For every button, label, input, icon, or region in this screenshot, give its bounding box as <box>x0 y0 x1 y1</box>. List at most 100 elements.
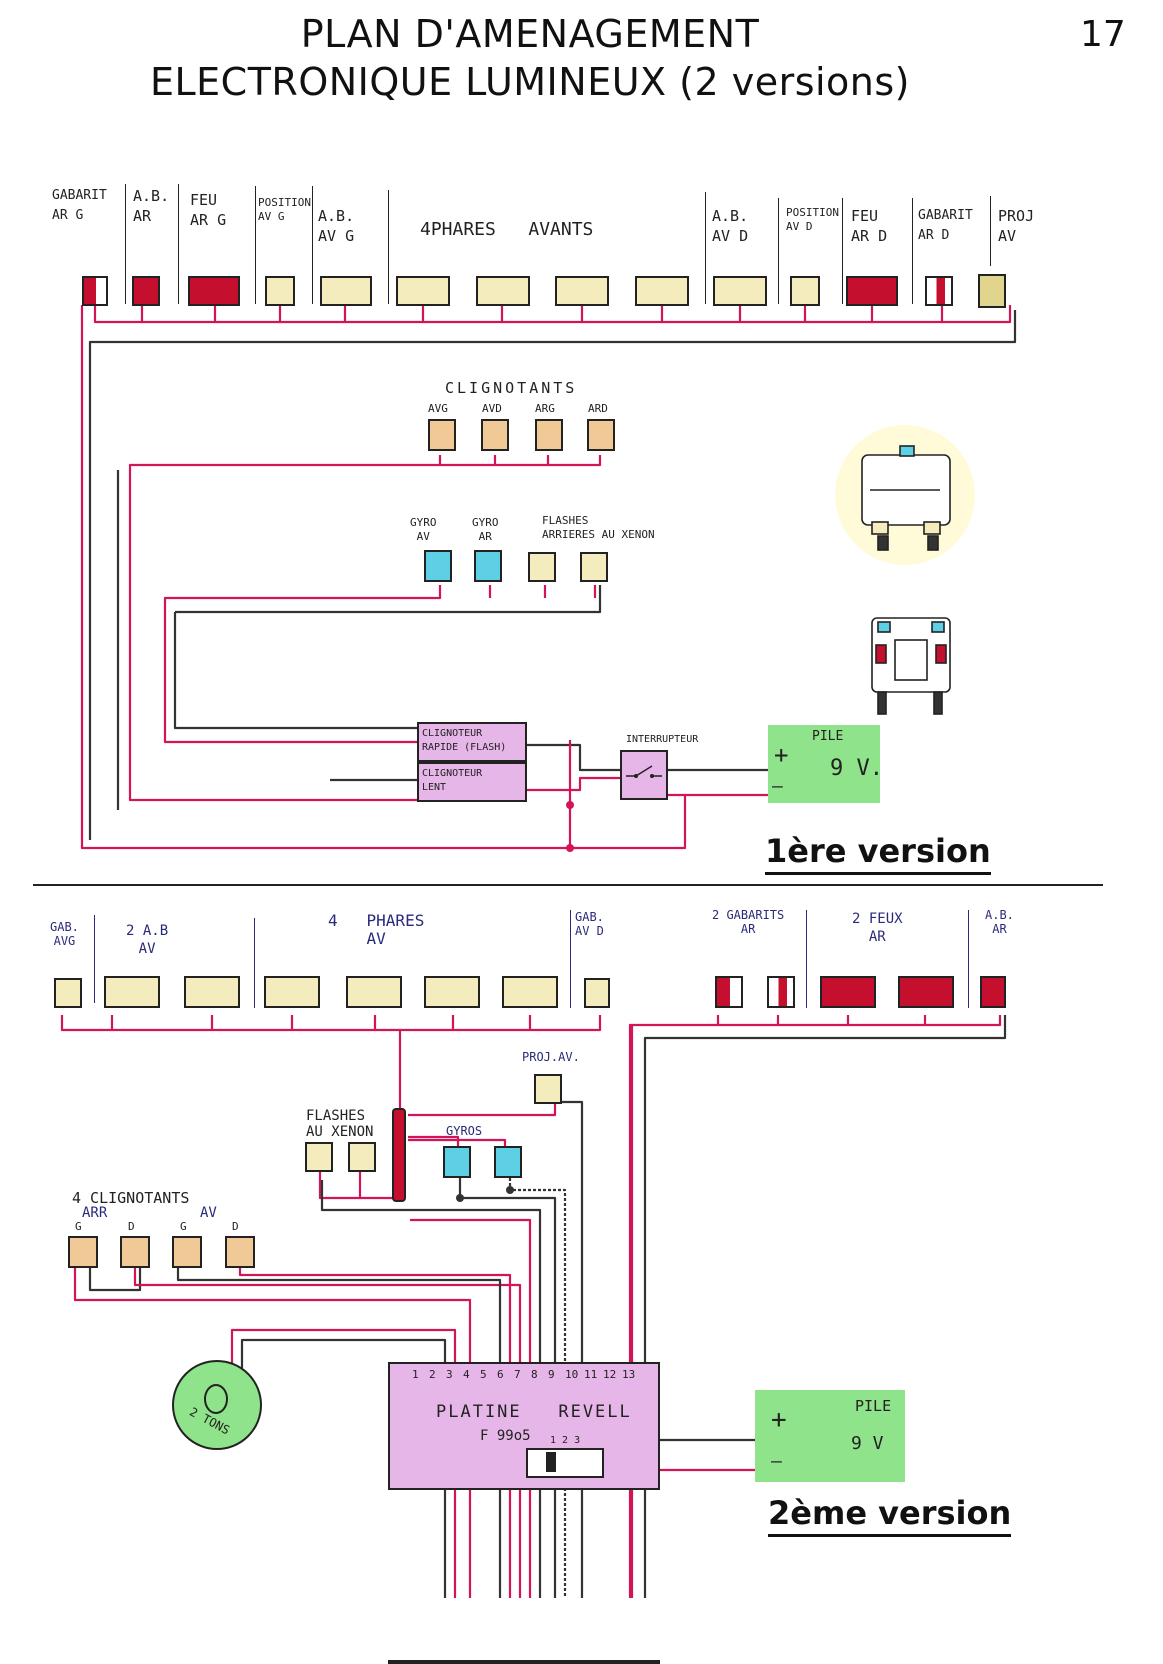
vehicle-rear-sketch <box>871 617 951 715</box>
v1-top-bus-black <box>88 310 1017 840</box>
label-gyro-ar: GYRO AR <box>472 516 499 543</box>
platine-pins: 1 2 3 4 5 6 7 8 9 10 11 12 13 <box>412 1368 638 1382</box>
lamp-phare-3 <box>555 276 609 306</box>
lamp-phare-4 <box>635 276 689 306</box>
label-flashes-xenon-v2: FLASHES AU XENON <box>306 1108 374 1140</box>
platine-revell-board: 1 2 3 4 5 6 7 8 9 10 11 12 13 PLATINE RE… <box>388 1362 660 1490</box>
section-divider <box>33 884 1103 886</box>
battery-minus-v2: — <box>771 1451 782 1472</box>
pin-5[interactable]: 5 <box>480 1368 487 1381</box>
lamp-gyro-v2-2 <box>494 1146 522 1178</box>
label-clignoteur-rapide: CLIGNOTEUR RAPIDE (FLASH) <box>422 728 507 753</box>
battery-v2: PILE + — 9 V <box>755 1390 905 1482</box>
label-gyros: GYROS <box>446 1124 483 1138</box>
label-ab-avg: A.B. AV G <box>318 207 355 245</box>
lamp-cligno-v2-3 <box>172 1236 202 1268</box>
label-gab-avd: GAB. AV D <box>575 910 604 938</box>
label-position-avg: POSITION AV G <box>258 196 311 223</box>
label-position-avd: POSITION AV D <box>786 206 839 233</box>
lamp-cligno-ard <box>587 419 615 451</box>
lamp-flash-v2-1 <box>305 1142 333 1172</box>
lamp-cligno-v2-1 <box>68 1236 98 1268</box>
label-gabarit-ard: GABARIT AR D <box>918 208 973 243</box>
pin-4[interactable]: 4 <box>463 1368 470 1381</box>
lamp-feu-arg <box>188 276 240 306</box>
battery-v1: PILE + — 9 V. <box>768 725 883 803</box>
lamp-position-avg <box>265 276 295 306</box>
label-cligno-arr: ARR <box>82 1205 108 1221</box>
battery-plus-v1: + <box>774 741 789 769</box>
label-gyro-av: GYRO AV <box>410 516 437 543</box>
label-clignoteur-lent: CLIGNOTEUR LENT <box>422 768 483 793</box>
label-proj-av-v2: PROJ.AV. <box>522 1050 580 1064</box>
lamp-feu-ar-1 <box>820 976 876 1008</box>
label-cligno-ard: ARD <box>588 402 608 415</box>
lamp-cligno-v2-2 <box>120 1236 150 1268</box>
pin-13[interactable]: 13 <box>622 1368 636 1381</box>
lamp-gyro-v2-1 <box>443 1146 471 1178</box>
label-2-ab-av: 2 A.B AV <box>126 923 169 957</box>
label-proj-av: PROJ AV <box>998 207 1035 245</box>
lamp-cligno-v2-4 <box>225 1236 255 1268</box>
pin-12[interactable]: 12 <box>603 1368 617 1381</box>
lamp-ab-ar <box>132 276 160 306</box>
lamp-phare-v2-2 <box>346 976 402 1008</box>
label-ab-avd: A.B. AV D <box>712 207 749 245</box>
label-cligno-arg: ARG <box>535 402 555 415</box>
pin-6[interactable]: 6 <box>497 1368 504 1381</box>
page-title-line2: ELECTRONIQUE LUMINEUX (2 versions) <box>149 60 911 104</box>
battery-minus-v1: — <box>772 776 783 797</box>
pin-2[interactable]: 2 <box>429 1368 436 1381</box>
battery-voltage-v1: 9 V. <box>830 756 883 781</box>
horn-2-tons: 2 TONS <box>172 1360 262 1450</box>
pin-9[interactable]: 9 <box>548 1368 555 1381</box>
lamp-gabarit-arg <box>82 276 108 306</box>
lamp-cligno-avg <box>428 419 456 451</box>
pin-7[interactable]: 7 <box>514 1368 521 1381</box>
label-feu-ard: FEU AR D <box>851 207 888 245</box>
v2-top-bus-red <box>60 1015 602 1032</box>
pin-10[interactable]: 10 <box>565 1368 579 1381</box>
switch-symbol-icon <box>626 765 662 778</box>
label-cligno-avg: AVG <box>428 402 448 415</box>
lamp-gyro-av <box>424 550 452 582</box>
horn-center-icon <box>204 1384 228 1414</box>
pin-11[interactable]: 11 <box>584 1368 598 1381</box>
label-flashes-xenon: FLASHES ARRIERES AU XENON <box>542 514 655 541</box>
module-interrupteur[interactable] <box>620 750 668 800</box>
lamp-ab-ar-v2 <box>980 976 1006 1008</box>
lamp-phare-2 <box>476 276 530 306</box>
lamp-phare-v2-4 <box>502 976 558 1008</box>
v1-cligno-wire <box>128 455 442 802</box>
version-label-1: 1ère version <box>765 832 991 875</box>
pin-3[interactable]: 3 <box>446 1368 453 1381</box>
junction-bar <box>392 1108 406 1202</box>
lamp-phare-1 <box>396 276 450 306</box>
label-4-phares-avants: 4PHARES AVANTS <box>420 219 594 240</box>
label-feu-arg: FEU AR G <box>190 191 227 229</box>
lamp-gyro-ar <box>474 550 502 582</box>
lamp-gabarit-ard <box>925 276 953 306</box>
lamp-gabarit-ar-2 <box>767 976 795 1008</box>
label-pile-v1: PILE <box>812 729 844 744</box>
lamp-proj-av <box>978 274 1006 308</box>
label-cligno-d2: D <box>232 1220 239 1233</box>
platine-switch-icon[interactable] <box>526 1448 604 1478</box>
lamp-position-avd <box>790 276 820 306</box>
label-cligno-avd: AVD <box>482 402 502 415</box>
platine-revell <box>388 1660 660 1664</box>
lamp-ab-av-2 <box>184 976 240 1008</box>
pin-1[interactable]: 1 <box>412 1368 419 1381</box>
v1-gyro-wire <box>163 585 442 744</box>
label-ab-ar-v2: A.B. AR <box>985 908 1014 936</box>
lamp-cligno-avd <box>481 419 509 451</box>
label-gab-avg: GAB. AVG <box>50 920 79 948</box>
lamp-ab-av-1 <box>104 976 160 1008</box>
page-number: 17 <box>1080 14 1126 55</box>
label-platine-ref: F 99o5 <box>480 1428 531 1444</box>
label-cligno-d1: D <box>128 1220 135 1233</box>
pin-8[interactable]: 8 <box>531 1368 538 1381</box>
lamp-proj-av-v2 <box>534 1074 562 1104</box>
lamp-gab-avd <box>584 978 610 1008</box>
label-cligno-g2: G <box>180 1220 187 1233</box>
